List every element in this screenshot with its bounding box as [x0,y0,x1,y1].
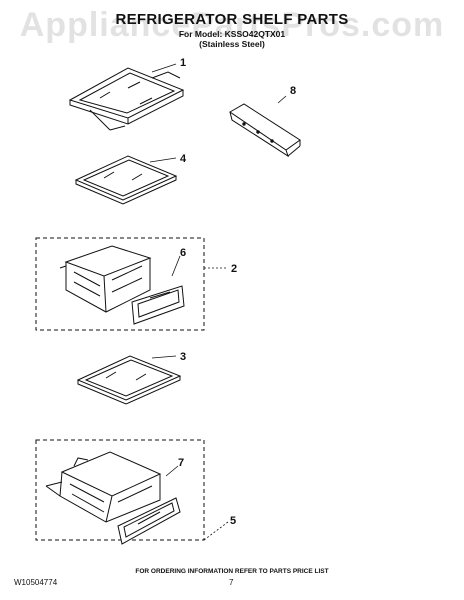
page-title: REFRIGERATOR SHELF PARTS [115,11,349,28]
callout-labels: 1 8 4 6 2 3 7 5 [178,57,296,527]
model-subtitle: For Model: KSSO42QTX01 [178,29,286,39]
part-4-shelf [74,155,178,205]
callout-4: 4 [180,153,187,165]
page-number: 7 [229,578,234,587]
ordering-note: FOR ORDERING INFORMATION REFER TO PARTS … [135,568,329,575]
part-3-shelf [76,355,182,405]
callout-7: 7 [178,457,184,469]
crisper-drawer-lower [45,451,162,523]
crisper-drawer-upper [59,245,152,313]
callout-1: 1 [180,57,186,69]
callout-3: 3 [180,351,186,363]
part-7-drawer-front [117,497,181,545]
callout-8: 8 [290,85,296,97]
part-8-trim [229,103,301,158]
callout-2: 2 [231,263,237,275]
part-1-shelf [68,67,185,131]
leader-lines [149,63,287,541]
document-number: W10504774 [14,578,58,587]
assembly-2-box [35,237,205,331]
part-6-drawer-front [131,285,185,325]
finish-subtitle: (Stainless Steel) [199,39,265,49]
callout-6: 6 [180,247,186,259]
callout-5: 5 [230,515,236,527]
assembly-5-box [35,439,205,541]
